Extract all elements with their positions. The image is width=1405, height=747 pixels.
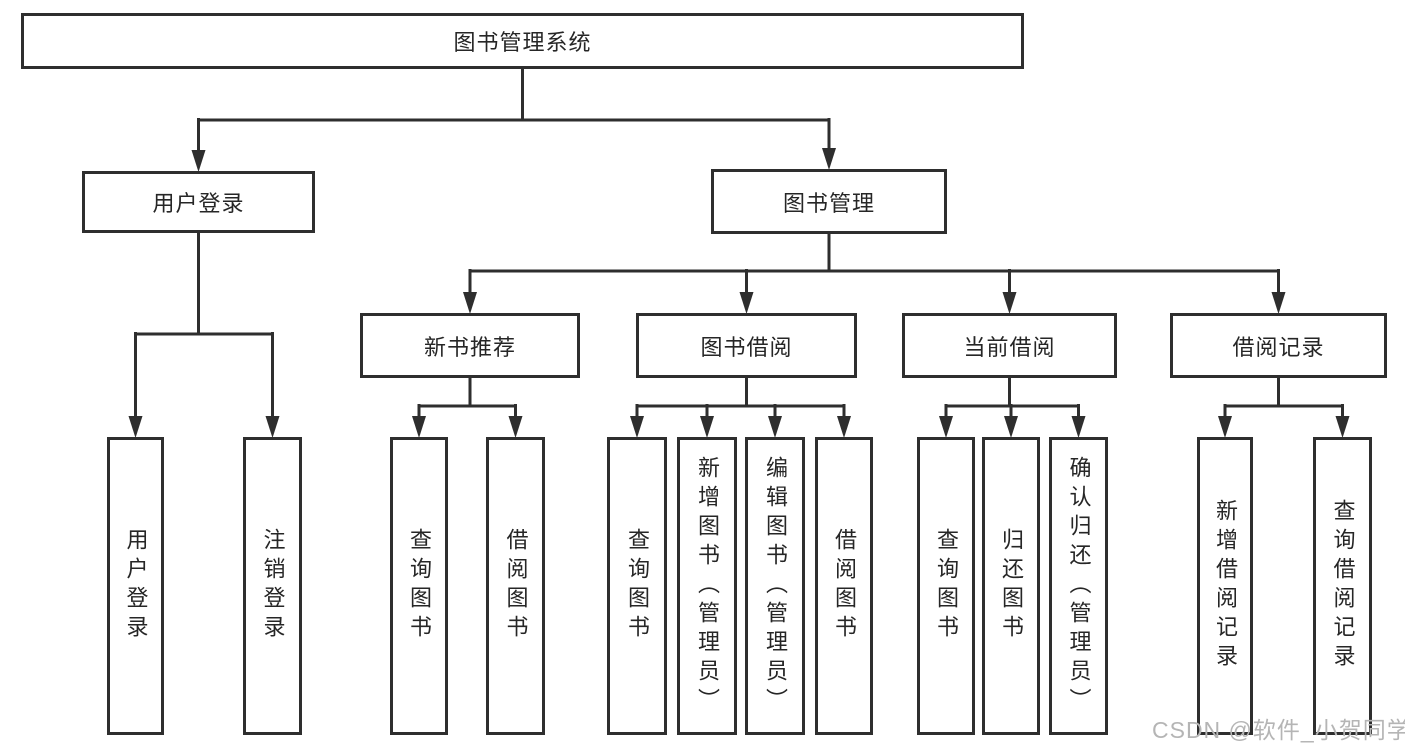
leaf-return-books-label: 归还图书 <box>999 528 1024 644</box>
leaf-add-borrow-record: 新增借阅记录 <box>1197 437 1253 735</box>
leaf-query-books-borrow: 查询图书 <box>607 437 667 735</box>
leaf-add-borrow-record-label: 新增借阅记录 <box>1213 499 1238 673</box>
arrowhead-icon <box>837 416 851 438</box>
csdn-watermark: CSDN @软件_小贺同学 <box>1152 717 1405 743</box>
connector-new-book-recommend-to-leaves <box>412 376 523 438</box>
arrowhead-icon <box>1218 416 1232 438</box>
arrowhead-icon <box>508 416 523 438</box>
leaf-edit-books-admin: 编辑图书（管理员） <box>745 437 805 735</box>
node-user-login-label: 用户登录 <box>152 191 245 216</box>
arrowhead-icon <box>412 416 426 438</box>
arrowhead-icon <box>739 292 754 314</box>
arrowhead-icon <box>1271 292 1286 314</box>
connector-user-login-to-leaves <box>128 231 280 438</box>
node-root-label: 图书管理系统 <box>453 30 592 55</box>
node-borrow-records: 借阅记录 <box>1170 313 1387 378</box>
leaf-query-books-current-label: 查询图书 <box>934 528 959 644</box>
node-borrow-records-label: 借阅记录 <box>1232 334 1325 360</box>
arrowhead-icon <box>1004 416 1018 438</box>
node-book-management-label: 图书管理 <box>782 190 875 216</box>
leaf-borrow-books-label: 借阅图书 <box>832 528 857 644</box>
leaf-borrow-books: 借阅图书 <box>815 437 873 735</box>
leaf-logout: 注销登录 <box>243 437 302 735</box>
arrowhead-icon <box>1335 416 1350 438</box>
leaf-query-books-recommend: 查询图书 <box>390 437 448 735</box>
leaf-query-borrow-record-label: 查询借阅记录 <box>1330 499 1356 673</box>
leaf-confirm-return-admin-label: 确认归还（管理员） <box>1066 455 1092 717</box>
leaf-query-borrow-record: 查询借阅记录 <box>1313 437 1372 735</box>
arrowhead-icon <box>939 416 953 438</box>
connector-root-to-level2 <box>191 67 836 172</box>
arrowhead-icon <box>128 416 143 438</box>
node-current-borrow-label: 当前借阅 <box>963 334 1056 360</box>
leaf-confirm-return-admin: 确认归还（管理员） <box>1049 437 1108 735</box>
node-new-book-recommend-label: 新书推荐 <box>423 334 516 360</box>
node-new-book-recommend: 新书推荐 <box>360 313 580 378</box>
arrowhead-icon <box>1071 416 1086 438</box>
node-user-login: 用户登录 <box>82 171 315 233</box>
node-root-system: 图书管理系统 <box>21 13 1024 69</box>
leaf-logout-label: 注销登录 <box>260 528 286 644</box>
leaf-user-login: 用户登录 <box>107 437 164 735</box>
arrowhead-icon <box>768 416 782 438</box>
arrowhead-icon <box>1002 292 1017 314</box>
node-book-borrow: 图书借阅 <box>636 313 857 378</box>
arrowhead-icon <box>700 416 714 438</box>
leaf-borrow-books-recommend: 借阅图书 <box>486 437 545 735</box>
leaf-add-books-admin: 新增图书（管理员） <box>677 437 737 735</box>
leaf-query-books-current: 查询图书 <box>917 437 975 735</box>
leaf-query-books-borrow-label: 查询图书 <box>625 528 650 644</box>
arrowhead-icon <box>630 416 644 438</box>
connector-borrow-records-to-leaves <box>1218 376 1350 438</box>
arrowhead-icon <box>822 148 836 170</box>
connector-current-borrow-to-leaves <box>939 376 1086 438</box>
node-current-borrow: 当前借阅 <box>902 313 1117 378</box>
leaf-return-books: 归还图书 <box>982 437 1040 735</box>
leaf-edit-books-admin-label: 编辑图书（管理员） <box>763 455 788 717</box>
arrowhead-icon <box>265 416 280 438</box>
arrowhead-icon <box>191 150 206 172</box>
leaf-query-books-recommend-label: 查询图书 <box>407 528 432 644</box>
arrowhead-icon <box>463 292 477 314</box>
leaf-borrow-books-recommend-label: 借阅图书 <box>503 528 529 644</box>
node-book-management: 图书管理 <box>711 169 947 234</box>
leaf-user-login-label: 用户登录 <box>123 528 149 644</box>
leaf-add-books-admin-label: 新增图书（管理员） <box>695 455 720 717</box>
node-book-borrow-label: 图书借阅 <box>700 334 793 360</box>
connector-book-borrow-to-leaves <box>630 376 851 438</box>
connector-book-management-to-level3 <box>463 232 1286 314</box>
